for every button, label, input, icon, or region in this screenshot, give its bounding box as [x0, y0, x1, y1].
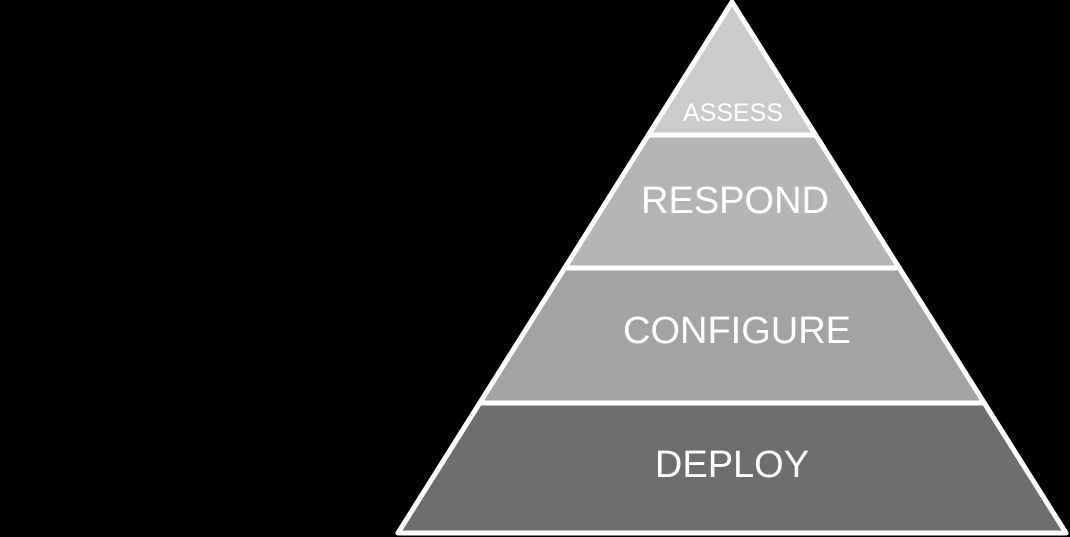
pyramid-level-deploy-shape [395, 400, 1069, 536]
pyramid-level-configure-label: CONFIGURE [623, 310, 851, 352]
pyramid-level-assess-label: ASSESS [683, 99, 783, 127]
pyramid-level-deploy-label: DEPLOY [655, 444, 809, 486]
pyramid-level-respond-label: RESPOND [641, 180, 829, 222]
